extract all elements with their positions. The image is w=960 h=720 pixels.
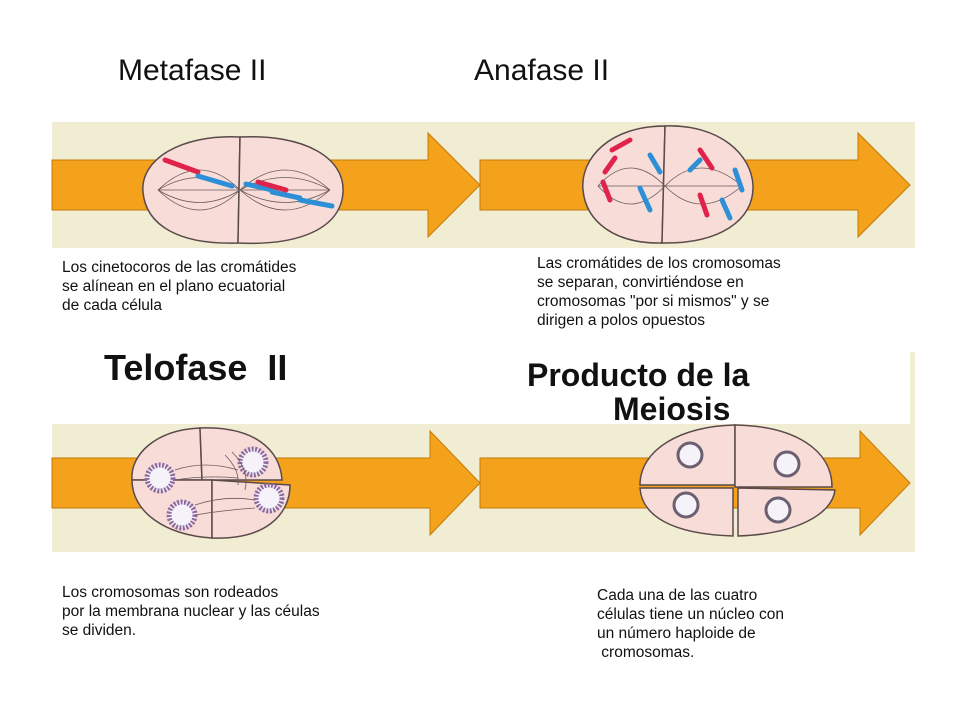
- caption-line: Los cromosomas son rodeados: [62, 584, 279, 601]
- caption-line: Los cinetocoros de las cromátides: [62, 259, 297, 276]
- bottom-right-band-extension: [910, 352, 915, 424]
- anafase-cells: [582, 125, 754, 244]
- caption-line: cromosomas "por si mismos" y se: [537, 293, 770, 310]
- caption-telofase: Los cromosomas son rodeados por la membr…: [62, 583, 320, 640]
- caption-line: Las cromátides de los cromosomas: [537, 255, 781, 272]
- caption-line: se dividen.: [62, 622, 137, 639]
- caption-line: células tiene un núcleo con: [597, 606, 784, 623]
- caption-producto: Cada una de las cuatro células tiene un …: [597, 586, 784, 662]
- title-producto-line1: Producto de la: [527, 357, 750, 393]
- caption-line: por la membrana nuclear y las céulas: [62, 603, 320, 620]
- metafase-cells: [142, 136, 344, 245]
- caption-line: de cada célula: [62, 297, 162, 314]
- caption-line: Cada una de las cuatro: [597, 587, 758, 604]
- title-metafase-ii: Metafase II: [118, 54, 267, 87]
- caption-anafase: Las cromátides de los cromosomas se sepa…: [537, 254, 781, 330]
- producto-cells: [639, 424, 836, 537]
- title-telofase-ii: Telofase II: [104, 350, 287, 386]
- title-producto-meiosis: Producto de la Meiosis: [527, 358, 749, 426]
- caption-line: cromosomas.: [597, 644, 695, 661]
- caption-line: se separan, convirtiéndose en: [537, 274, 744, 291]
- caption-metafase: Los cinetocoros de las cromátides se alí…: [62, 258, 296, 315]
- telofase-cells: [131, 427, 291, 539]
- caption-line: un número haploide de: [597, 625, 756, 642]
- caption-line: se alínean en el plano ecuatorial: [62, 278, 286, 295]
- title-producto-line2: Meiosis: [613, 391, 731, 427]
- title-telofase-word: Telofase: [104, 347, 248, 388]
- title-anafase-ii: Anafase II: [474, 54, 610, 87]
- caption-line: dirigen a polos opuestos: [537, 312, 706, 329]
- title-telofase-numeral: II: [267, 347, 288, 388]
